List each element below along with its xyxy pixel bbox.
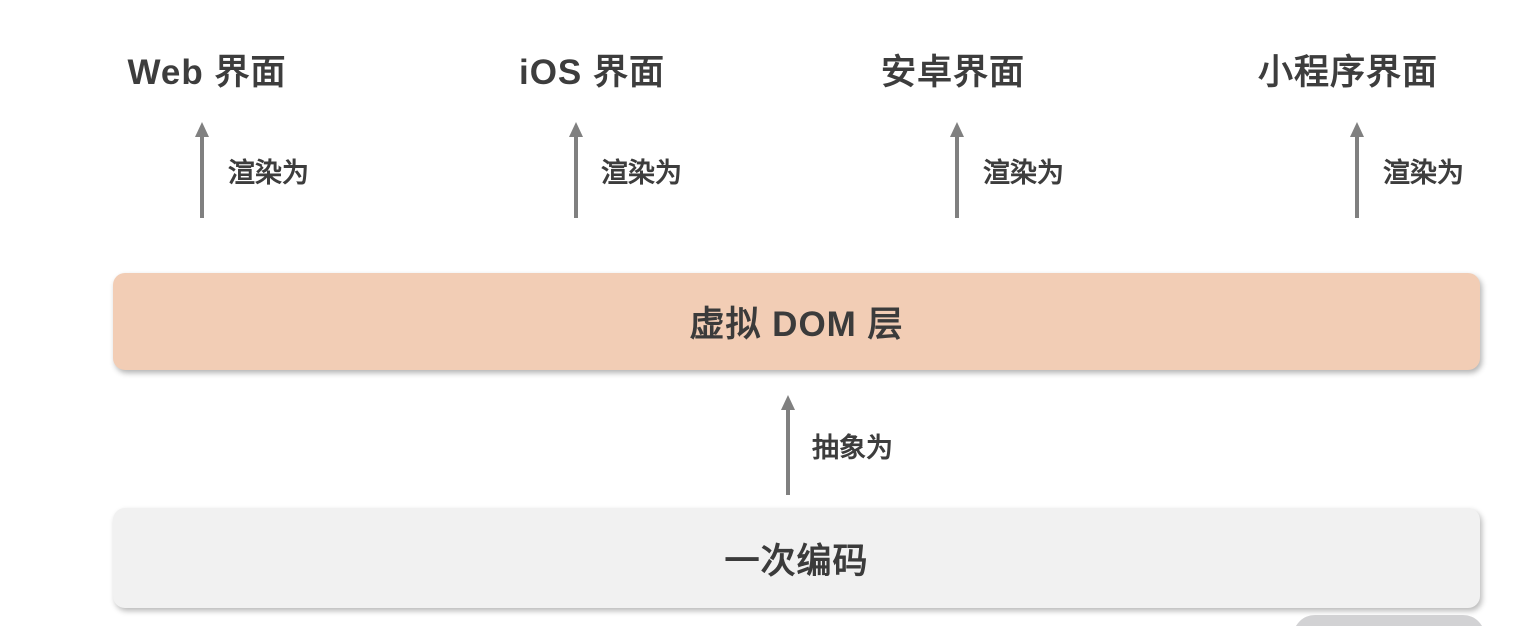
arrow-caption-abstract: 抽象为 — [812, 433, 893, 463]
arrow-stem — [955, 137, 959, 218]
arrowhead-icon — [1350, 122, 1364, 137]
arrowhead-icon — [569, 122, 583, 137]
arrow-stem — [574, 137, 578, 218]
up-arrow-miniprogram — [1349, 122, 1365, 218]
arrowhead-icon — [195, 122, 209, 137]
vdom-layer-label: 虚拟 DOM 层 — [689, 305, 904, 344]
arrow-stem — [786, 410, 790, 495]
code-layer-box: 一次编码 — [113, 508, 1480, 608]
code-layer-label: 一次编码 — [724, 541, 869, 581]
peek-rounded-shape — [1293, 615, 1485, 626]
up-arrow-ios — [568, 122, 584, 218]
arrow-stem — [200, 137, 204, 218]
arrow-stem — [1355, 137, 1359, 218]
up-arrow-abstract — [780, 395, 796, 495]
arrowhead-icon — [950, 122, 964, 137]
platform-label-web: Web 界面 — [127, 53, 287, 92]
arrow-caption-miniprogram: 渲染为 — [1383, 158, 1464, 188]
vdom-layer-box: 虚拟 DOM 层 — [113, 273, 1480, 370]
arrow-caption-android: 渲染为 — [983, 158, 1064, 188]
up-arrow-android — [949, 122, 965, 218]
platform-label-miniprogram: 小程序界面 — [1257, 53, 1439, 92]
arrow-caption-ios: 渲染为 — [601, 158, 682, 188]
up-arrow-web — [194, 122, 210, 218]
platform-label-android: 安卓界面 — [880, 53, 1026, 92]
platform-label-ios: iOS 界面 — [518, 53, 666, 92]
arrow-caption-web: 渲染为 — [228, 158, 309, 188]
arrowhead-icon — [781, 395, 795, 410]
